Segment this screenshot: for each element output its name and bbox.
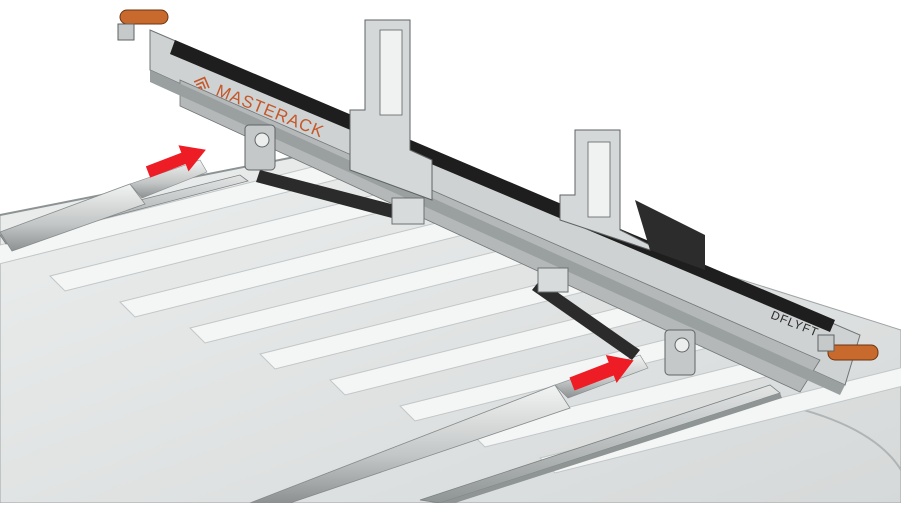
rack-handles xyxy=(117,9,879,361)
right-arrow-icon xyxy=(145,145,206,178)
left-handle xyxy=(119,9,169,25)
right-handle xyxy=(827,344,879,361)
rack-beam xyxy=(149,29,861,395)
pivot-brackets xyxy=(244,124,696,376)
gas-struts xyxy=(256,170,640,360)
ladder-stops xyxy=(349,19,705,270)
right-arrow-icon xyxy=(569,354,634,391)
masterack-logo-icon xyxy=(193,76,210,90)
